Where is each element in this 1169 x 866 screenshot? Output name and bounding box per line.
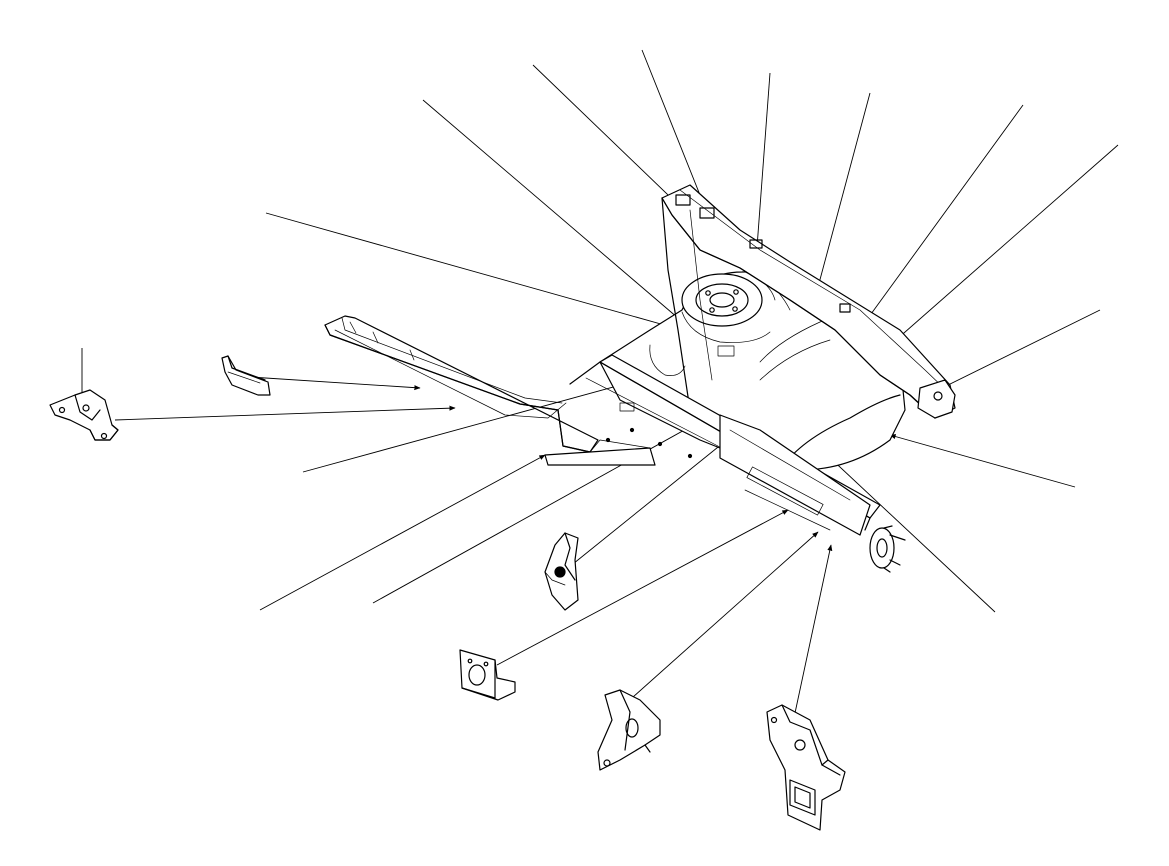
leader-line [794, 544, 833, 714]
left-mount-bracket [49, 389, 119, 441]
leader-line [496, 509, 789, 666]
leader-line [114, 405, 456, 421]
floor-crossmember [544, 354, 881, 536]
leader-line [249, 376, 421, 391]
rail-end-flange [869, 525, 906, 573]
upper-apron-rail [661, 184, 956, 419]
leader-line [641, 49, 709, 216]
leader-line [265, 212, 676, 329]
main-floor-assembly [324, 184, 956, 573]
leader-line [889, 434, 1076, 488]
small-clip-bracket [221, 355, 271, 396]
leader-line [562, 434, 734, 573]
leader-line [632, 531, 819, 698]
window-box-bracket [766, 704, 846, 831]
leader-line [422, 99, 693, 331]
folded-hole-bracket [597, 689, 661, 771]
angled-support-bracket [544, 532, 579, 611]
leader-line [259, 454, 546, 611]
front-side-rail [324, 315, 599, 453]
leader-line [941, 309, 1101, 389]
hole-plate-bracket [459, 649, 516, 701]
